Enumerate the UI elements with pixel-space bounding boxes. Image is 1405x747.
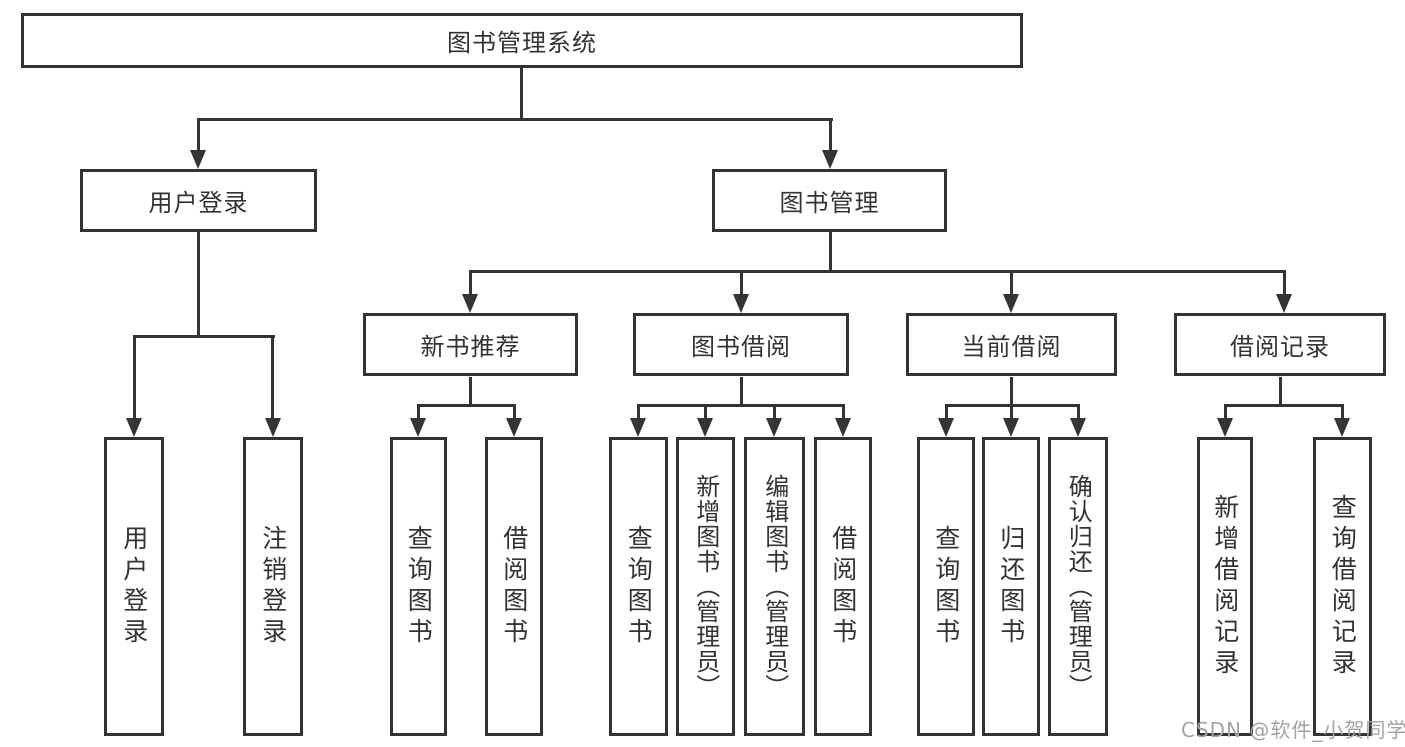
node-label: 编辑图书（管理员） — [760, 474, 789, 699]
connector-line — [842, 404, 845, 421]
arrow-down-icon — [506, 418, 522, 437]
node-label: 新增借阅记录 — [1210, 493, 1240, 680]
leaf-borrow-books: 借阅图书 — [814, 437, 872, 736]
connector-line — [1283, 270, 1286, 297]
leaf-query-borrow-record: 查询借阅记录 — [1313, 437, 1372, 736]
csdn-watermark: CSDN @软件_小贺同学 — [1181, 718, 1405, 742]
arrow-down-icon — [938, 418, 954, 437]
node-label: 新增图书（管理员） — [691, 474, 720, 699]
node-label: 用户登录 — [119, 524, 149, 649]
node-label: 查询借阅记录 — [1328, 493, 1358, 680]
node-book-management: 图书管理 — [712, 169, 947, 232]
arrow-down-icon — [265, 418, 281, 437]
connector-line — [704, 404, 707, 421]
connector-line — [469, 270, 472, 297]
node-label: 图书借阅 — [691, 333, 791, 361]
connector-line — [417, 404, 420, 421]
node-label: 图书管理系统 — [447, 29, 597, 57]
node-label: 新书推荐 — [420, 333, 521, 361]
connector-line — [1341, 404, 1344, 421]
arrow-down-icon — [835, 418, 851, 437]
leaf-add-books-admin: 新增图书（管理员） — [676, 437, 735, 736]
connector-line — [740, 377, 743, 406]
connector-line — [1224, 404, 1343, 407]
node-borrowing-records: 借阅记录 — [1174, 313, 1386, 376]
arrow-down-icon — [697, 418, 713, 437]
leaf-return-books: 归还图书 — [982, 437, 1040, 736]
arrow-down-icon — [822, 150, 838, 169]
connector-line — [271, 335, 274, 421]
arrow-down-icon — [410, 418, 426, 437]
leaf-add-borrow-record: 新增借阅记录 — [1197, 437, 1253, 736]
leaf-logout: 注销登录 — [243, 437, 303, 736]
node-label: 图书管理 — [779, 189, 880, 217]
node-user-login: 用户登录 — [80, 169, 317, 232]
node-label: 借阅图书 — [499, 524, 529, 649]
node-current-borrowing: 当前借阅 — [906, 313, 1117, 376]
node-label: 确认归还（管理员） — [1064, 474, 1093, 699]
arrow-down-icon — [1217, 418, 1233, 437]
arrow-down-icon — [1070, 418, 1086, 437]
connector-line — [1010, 270, 1013, 297]
connector-line — [1077, 404, 1080, 421]
connector-line — [637, 404, 640, 421]
arrow-down-icon — [1003, 294, 1019, 313]
leaf-query-books-current: 查询图书 — [917, 437, 975, 736]
leaf-query-books-recommend: 查询图书 — [390, 437, 447, 736]
node-label: 用户登录 — [148, 189, 249, 217]
connector-line — [1279, 377, 1282, 406]
connector-line — [829, 118, 832, 154]
arrow-down-icon — [462, 294, 478, 313]
connector-line — [945, 404, 948, 421]
connector-line — [469, 377, 472, 406]
connector-line — [513, 404, 516, 421]
leaf-user-login: 用户登录 — [104, 437, 164, 736]
node-new-book-recommend: 新书推荐 — [363, 313, 578, 376]
node-label: 查询图书 — [624, 524, 654, 649]
leaf-edit-books-admin: 编辑图书（管理员） — [744, 437, 805, 736]
connector-line — [133, 335, 136, 421]
node-label: 注销登录 — [258, 524, 288, 649]
node-label: 归还图书 — [996, 524, 1026, 649]
connector-line — [197, 232, 200, 338]
leaf-query-books-borrow: 查询图书 — [609, 437, 668, 736]
connector-line — [1010, 377, 1013, 406]
connector-line — [417, 404, 516, 407]
connector-line — [197, 118, 200, 154]
node-library-management-system: 图书管理系统 — [21, 13, 1023, 68]
node-book-borrowing: 图书借阅 — [633, 313, 849, 376]
arrow-down-icon — [126, 418, 142, 437]
connector-line — [637, 404, 844, 407]
node-label: 借阅图书 — [828, 524, 858, 649]
connector-line — [469, 270, 1286, 273]
node-label: 当前借阅 — [961, 333, 1062, 361]
connector-line — [520, 68, 523, 120]
node-label: 查询图书 — [404, 524, 434, 649]
node-label: 借阅记录 — [1230, 333, 1330, 361]
node-label: 查询图书 — [931, 524, 961, 649]
connector-line — [740, 270, 743, 297]
connector-line — [1224, 404, 1227, 421]
connector-line — [829, 232, 832, 273]
connector-line — [773, 404, 776, 421]
arrow-down-icon — [766, 418, 782, 437]
connector-line — [1010, 404, 1013, 421]
arrow-down-icon — [1003, 418, 1019, 437]
arrow-down-icon — [190, 150, 206, 169]
arrow-down-icon — [1276, 294, 1292, 313]
arrow-down-icon — [630, 418, 646, 437]
arrow-down-icon — [1334, 418, 1350, 437]
leaf-borrow-books-recommend: 借阅图书 — [485, 437, 543, 736]
connector-line — [197, 118, 833, 121]
connector-line — [133, 335, 275, 338]
leaf-confirm-return-admin: 确认归还（管理员） — [1048, 437, 1108, 736]
arrow-down-icon — [733, 294, 749, 313]
